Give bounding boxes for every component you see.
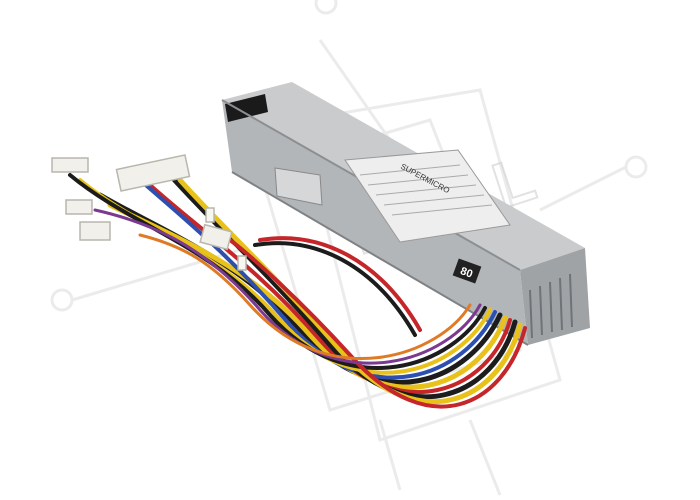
connector-small-3 [79,221,111,241]
badge-text: 80 [459,265,475,280]
spec-label: SUPERMICRO [344,149,511,243]
cable-tie-2 [237,255,247,271]
atx-connector [115,154,191,192]
side-label [274,167,323,206]
connector-small-2 [65,199,93,215]
connector-small-1 [51,157,89,173]
connector-small-4 [199,223,233,251]
cable-tie [205,207,215,223]
efficiency-badge: 80 [452,258,482,284]
fan-grille [529,273,573,339]
exhaust-vent [225,94,268,122]
connectors [51,154,247,271]
